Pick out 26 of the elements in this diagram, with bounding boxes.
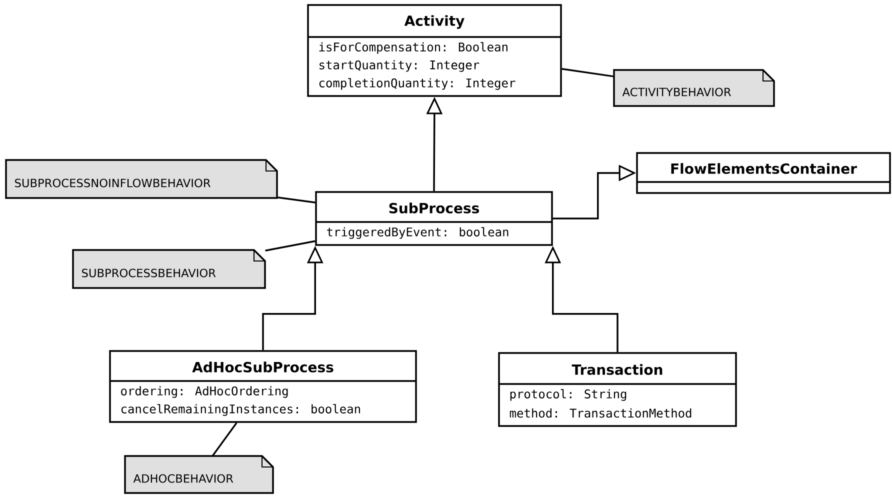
attribute-text: method: TransactionMethod — [510, 408, 692, 418]
class-box — [498, 352, 737, 427]
class-box — [307, 4, 562, 97]
class-box — [315, 191, 553, 246]
class-name: Activity — [404, 15, 464, 29]
note-box: ACTIVITYBEHAVIOR — [613, 69, 775, 107]
attribute-text: ordering: AdHocOrdering — [121, 386, 288, 398]
connector-line — [562, 68, 614, 78]
connector-line — [277, 196, 316, 204]
attribute-text: cancelRemainingInstances: boolean — [121, 404, 360, 416]
note-box: SUBPROCESSNOINFLOWBEHAVIOR — [5, 159, 278, 199]
note-box: SUBPROCESSBEHAVIOR — [72, 249, 266, 289]
attribute-text: triggeredByEvent: boolean — [327, 227, 508, 239]
note-box: ADHOCBEHAVIOR — [124, 455, 274, 494]
class-name: FlowElementsContainer — [671, 163, 857, 174]
attribute-text: startQuantity: Integer — [320, 60, 480, 72]
class-name: AdHocSubProcess — [192, 362, 334, 372]
attribute-text: protocol: String — [510, 389, 626, 401]
class-box — [109, 350, 417, 423]
class-box — [636, 152, 891, 194]
attribute-text: completionQuantity: Integer — [319, 78, 516, 90]
connector-line — [265, 240, 316, 252]
connector-line — [212, 422, 238, 456]
attribute-text: isForCompensation: Boolean — [319, 42, 508, 54]
class-name: Transaction — [572, 364, 662, 375]
class-name: SubProcess — [389, 202, 479, 214]
